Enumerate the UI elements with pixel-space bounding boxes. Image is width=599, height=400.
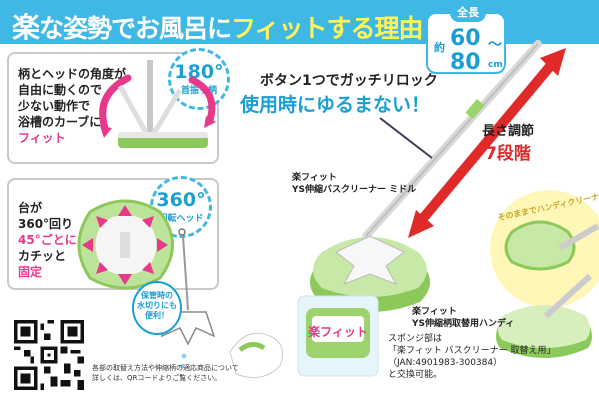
qr-code[interactable] <box>14 320 84 390</box>
rotate-line2: 360°回り <box>18 217 74 231</box>
product-middle-line2: YS伸縮バスクリーナー ミドル <box>292 185 417 195</box>
sponge-note-line4: と交換可能。 <box>388 370 443 380</box>
length-sep: 〜 <box>488 37 502 53</box>
qr-note: 各部の取替え方法や伸縮柄の適応商品について 詳しくは、QRコードよりご覧ください… <box>92 363 239 383</box>
swivel-arrows-illustration <box>99 60 216 148</box>
main-mop-illustration <box>310 40 542 312</box>
badge-180-value: 180° <box>174 61 224 83</box>
sponge-package: 楽フィット <box>297 295 379 377</box>
qr-note-line2: 詳しくは、QRコードよりご覧ください。 <box>92 374 222 382</box>
svg-text:楽フィット: 楽フィット <box>308 324 368 339</box>
badge-360-value: 360° <box>156 189 206 211</box>
title-first-char: 楽 <box>12 11 40 44</box>
swivel-line3: 少ない動作で <box>18 99 91 113</box>
adjust-line1: 長さ調節 <box>482 124 535 139</box>
title-accent: フィットする理由 <box>231 14 424 43</box>
sponge-note-line3: （JAN:4901983-300384） <box>388 358 503 368</box>
hand-sponge-illustration <box>229 332 283 379</box>
lock-text-line2: 使用時にゆるまない！ <box>240 94 431 116</box>
length-caption: 全長 <box>450 4 486 22</box>
swivel-line1: 柄とヘッドの角度が <box>18 67 127 81</box>
lock-pointer-line <box>379 117 433 159</box>
storage-line2: 水切りにも <box>137 301 177 310</box>
badge-180: 180° 首振り柄 <box>168 48 230 110</box>
sponge-note-line2: 「楽フィット バスクリーナー 取替え用」 <box>388 346 556 356</box>
adjust-line2: 7段階 <box>485 144 531 164</box>
swivel-line5: フィット <box>18 131 66 145</box>
length-badge: 全長 約 60 80 cm 〜 <box>426 4 506 75</box>
length-max: 80 <box>450 50 481 75</box>
rotate-line5: 固定 <box>18 265 43 279</box>
product-handy-line2: YS伸縮柄取替用ハンディ <box>412 319 515 329</box>
length-adjust-arrow <box>408 48 566 238</box>
rotate-line3: 45°ごとに <box>18 233 77 247</box>
swivel-line2: 自由に動くので <box>18 83 103 97</box>
swivel-description: 柄とヘッドの角度が 自由に動くので 少ない動作で 浴槽のカーブに フィット <box>18 66 126 146</box>
length-prefix: 約 <box>434 41 445 54</box>
product-middle-label: 楽フィット YS伸縮バスクリーナー ミドル <box>292 172 416 196</box>
product-middle-line1: 楽フィット <box>292 173 337 183</box>
rotate-description: 台が 360°回り 45°ごとに カチッと 固定 <box>18 200 77 280</box>
storage-line1: 保管時の <box>141 291 173 300</box>
rotate-line4: カチッと <box>18 249 67 263</box>
badge-180-label: 首振り柄 <box>180 86 217 96</box>
sponge-replacement-note: スポンジ部は 「楽フィット バスクリーナー 取替え用」 （JAN:4901983… <box>388 333 556 381</box>
rotate-line1: 台が <box>18 201 43 215</box>
sponge-note-line1: スポンジ部は <box>388 334 443 344</box>
product-handy-line1: 楽フィット <box>412 307 457 317</box>
length-unit: cm <box>488 60 503 70</box>
title-mid: な姿勢でお風呂に <box>39 14 232 43</box>
feature-box-swivel <box>7 52 219 164</box>
storage-tip-bubble: 保管時の 水切りにも 便利！ <box>132 281 182 335</box>
length-min: 60 <box>450 26 481 51</box>
rotate-head-illustration <box>77 199 174 290</box>
badge-360-label: 回転ヘッド <box>158 214 204 224</box>
qr-note-line1: 各部の取替え方法や伸縮柄の適応商品について <box>92 364 239 372</box>
feature-box-rotate <box>7 178 219 290</box>
lock-text-line1: ボタン1つでガッチリロック <box>260 73 438 89</box>
length-adjust-label: 長さ調節 7段階 <box>482 120 534 164</box>
swivel-line4: 浴槽のカーブに <box>18 115 102 129</box>
product-handy-label: 楽フィット YS伸縮柄取替用ハンディ <box>412 306 514 330</box>
storage-line3: 便利！ <box>145 311 169 320</box>
